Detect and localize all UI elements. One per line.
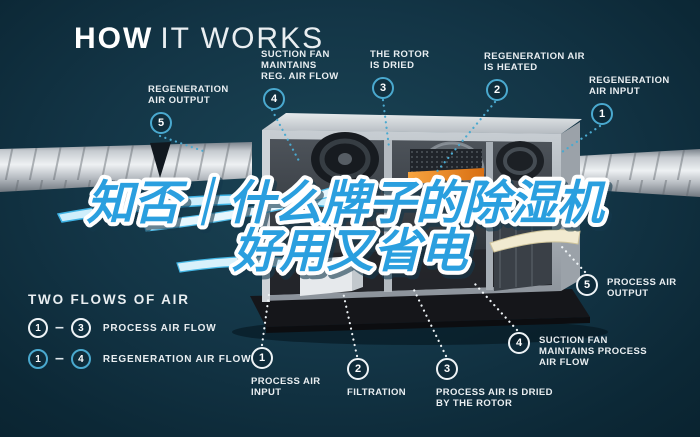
callout-label: FILTRATION	[347, 387, 407, 398]
legend-heading: TWO FLOWS OF AIR	[28, 292, 190, 307]
legend-number-badge: 1	[28, 318, 48, 338]
legend-row-process: 1 – 3 PROCESS AIR FLOW	[28, 318, 251, 338]
callout-label: SUCTION FAN MAINTAINS PROCESS AIR FLOW	[539, 335, 647, 368]
legend-label: PROCESS AIR FLOW	[102, 322, 217, 334]
right-duct	[556, 149, 700, 197]
airflow-ribbons	[56, 182, 581, 273]
callout-label: PROCESS AIR INPUT	[251, 376, 321, 398]
legend-number-badge: 1	[28, 349, 48, 369]
machine-top-panel	[262, 113, 582, 134]
callout-regeneration-air-input: REGENERATION AIR INPUT 1	[589, 75, 670, 125]
callout-process-air-output: 5 PROCESS AIR OUTPUT	[576, 274, 677, 299]
callout-label: SUCTION FAN MAINTAINS REG. AIR FLOW	[261, 49, 339, 82]
callout-label: REGENERATION AIR OUTPUT	[148, 84, 229, 106]
legend-row-regeneration: 1 – 4 REGENERATION AIR FLOW	[28, 349, 251, 369]
callout-regeneration-air-heated: REGENERATION AIR IS HEATED 2	[484, 51, 585, 101]
step-number-badge: 4	[263, 88, 285, 110]
step-number-badge: 3	[372, 77, 394, 99]
machine-right-side	[561, 122, 580, 291]
callout-regeneration-air-output: REGENERATION AIR OUTPUT 5	[148, 84, 229, 134]
callout-filtration: 2 FILTRATION	[347, 358, 406, 398]
heater	[408, 168, 484, 184]
callout-label: REGENERATION AIR IS HEATED	[484, 51, 585, 73]
step-number-badge: 2	[347, 358, 369, 380]
process-airflow-ribbon	[56, 193, 340, 223]
step-number-badge: 5	[150, 112, 172, 134]
range-dash: –	[55, 350, 64, 367]
callout-label: REGENERATION AIR INPUT	[589, 75, 670, 97]
condensate-box	[300, 256, 352, 296]
callout-leader-lines	[158, 98, 602, 358]
suction-fan	[496, 141, 544, 181]
callout-label: THE ROTOR IS DRIED	[370, 49, 430, 71]
step-number-badge: 5	[576, 274, 598, 296]
callout-suction-fan-process: 4 SUCTION FAN MAINTAINS PROCESS AIR FLOW	[508, 332, 647, 368]
title-light: IT WORKS	[160, 22, 325, 55]
two-flows-legend: TWO FLOWS OF AIR 1 – 3 PROCESS AIR FLOW …	[28, 292, 251, 369]
headline-line1: 知否｜什么牌子的除湿机	[87, 176, 607, 229]
legend-number-badge: 3	[70, 318, 91, 338]
callout-process-air-dried: 3 PROCESS AIR IS DRIED BY THE ROTOR	[436, 358, 553, 409]
range-dash: –	[55, 319, 64, 336]
headline-line2: 好用又省电	[232, 224, 471, 277]
callout-label: PROCESS AIR OUTPUT	[607, 277, 677, 299]
step-number-badge: 4	[508, 332, 530, 354]
callout-rotor-is-dried: THE ROTOR IS DRIED 3	[370, 49, 429, 99]
step-number-badge: 1	[251, 347, 273, 369]
left-duct	[0, 142, 252, 192]
step-number-badge: 3	[436, 358, 458, 380]
callout-label: PROCESS AIR IS DRIED BY THE ROTOR	[436, 387, 553, 409]
legend-label: REGENERATION AIR FLOW	[102, 353, 252, 365]
step-number-badge: 2	[486, 79, 508, 101]
title-bold: HOW	[74, 22, 154, 55]
process-input-ribbon	[176, 256, 291, 273]
callout-process-air-input: 1 PROCESS AIR INPUT	[251, 347, 321, 398]
step-number-badge: 1	[591, 103, 613, 125]
legend-number-badge: 4	[70, 349, 91, 369]
callout-suction-fan-reg: SUCTION FAN MAINTAINS REG. AIR FLOW 4	[261, 49, 339, 110]
process-output-ribbon	[489, 229, 581, 253]
